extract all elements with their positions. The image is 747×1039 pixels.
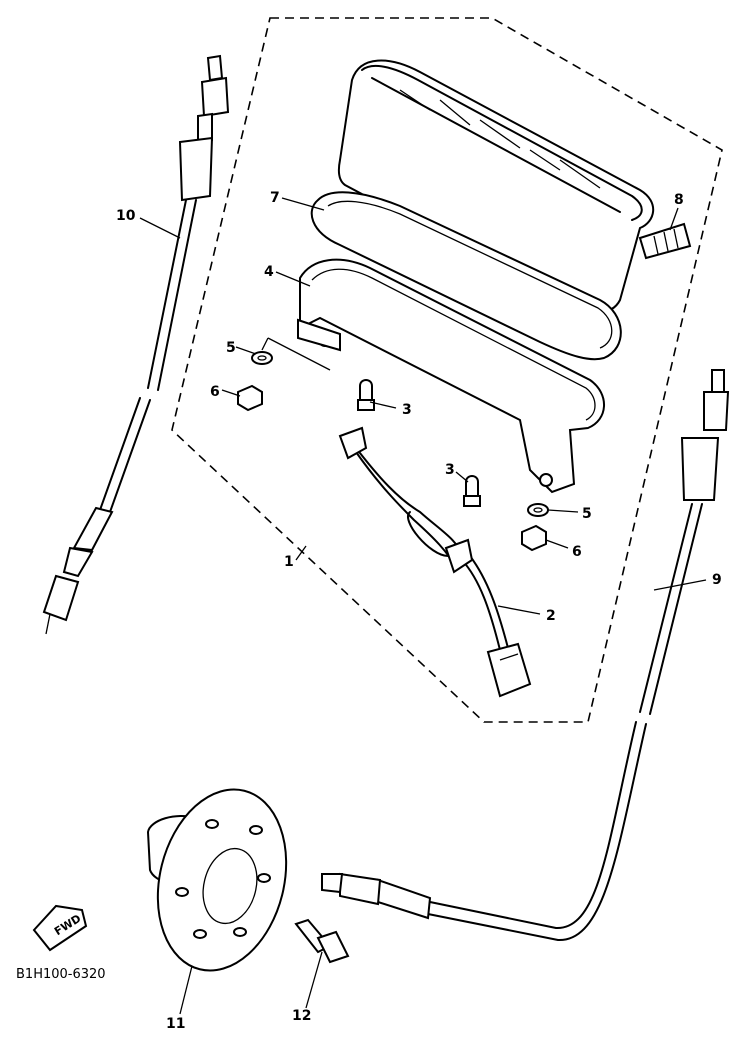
- nut-left: [237, 384, 263, 412]
- callout-5-right: 5: [582, 506, 592, 522]
- callout-5-left: 5: [226, 340, 236, 356]
- callout-labels: 1 2 3 3 4 5 5 6 6 7 8 9 10 11 12: [116, 190, 722, 1032]
- callout-6-left: 6: [210, 384, 220, 400]
- callout-3-upper: 3: [402, 402, 412, 418]
- wire-harness: [338, 426, 532, 698]
- drawing-code: B1H100-6320: [16, 967, 106, 982]
- nut-right: [521, 524, 547, 552]
- fwd-arrow-icon: FWD: [32, 904, 88, 952]
- gasket: [310, 191, 622, 361]
- speedometer-cable-right: [321, 369, 730, 942]
- callout-8: 8: [674, 192, 684, 208]
- meter-bracket: [297, 258, 605, 494]
- callout-1: 1: [284, 554, 294, 570]
- callout-2: 2: [546, 608, 556, 624]
- washer-right: [527, 503, 549, 517]
- callout-10: 10: [116, 208, 136, 224]
- callout-9: 9: [712, 572, 722, 588]
- trip-knob: [638, 222, 692, 260]
- bulb-lower: [463, 475, 481, 507]
- speedometer-gear-unit: [146, 788, 288, 972]
- drive-pin: [294, 918, 350, 964]
- callout-3-lower: 3: [445, 462, 455, 478]
- bulb-upper: [357, 379, 375, 411]
- leader-lines: [139, 197, 707, 1015]
- washer-left: [251, 351, 273, 365]
- callout-12: 12: [292, 1008, 311, 1024]
- assembly-boundary: [171, 17, 723, 723]
- callout-11: 11: [166, 1016, 185, 1032]
- callout-6-right: 6: [572, 544, 582, 560]
- callout-7: 7: [270, 190, 280, 206]
- speedometer-cable-left: [42, 54, 230, 635]
- callout-4: 4: [264, 264, 274, 280]
